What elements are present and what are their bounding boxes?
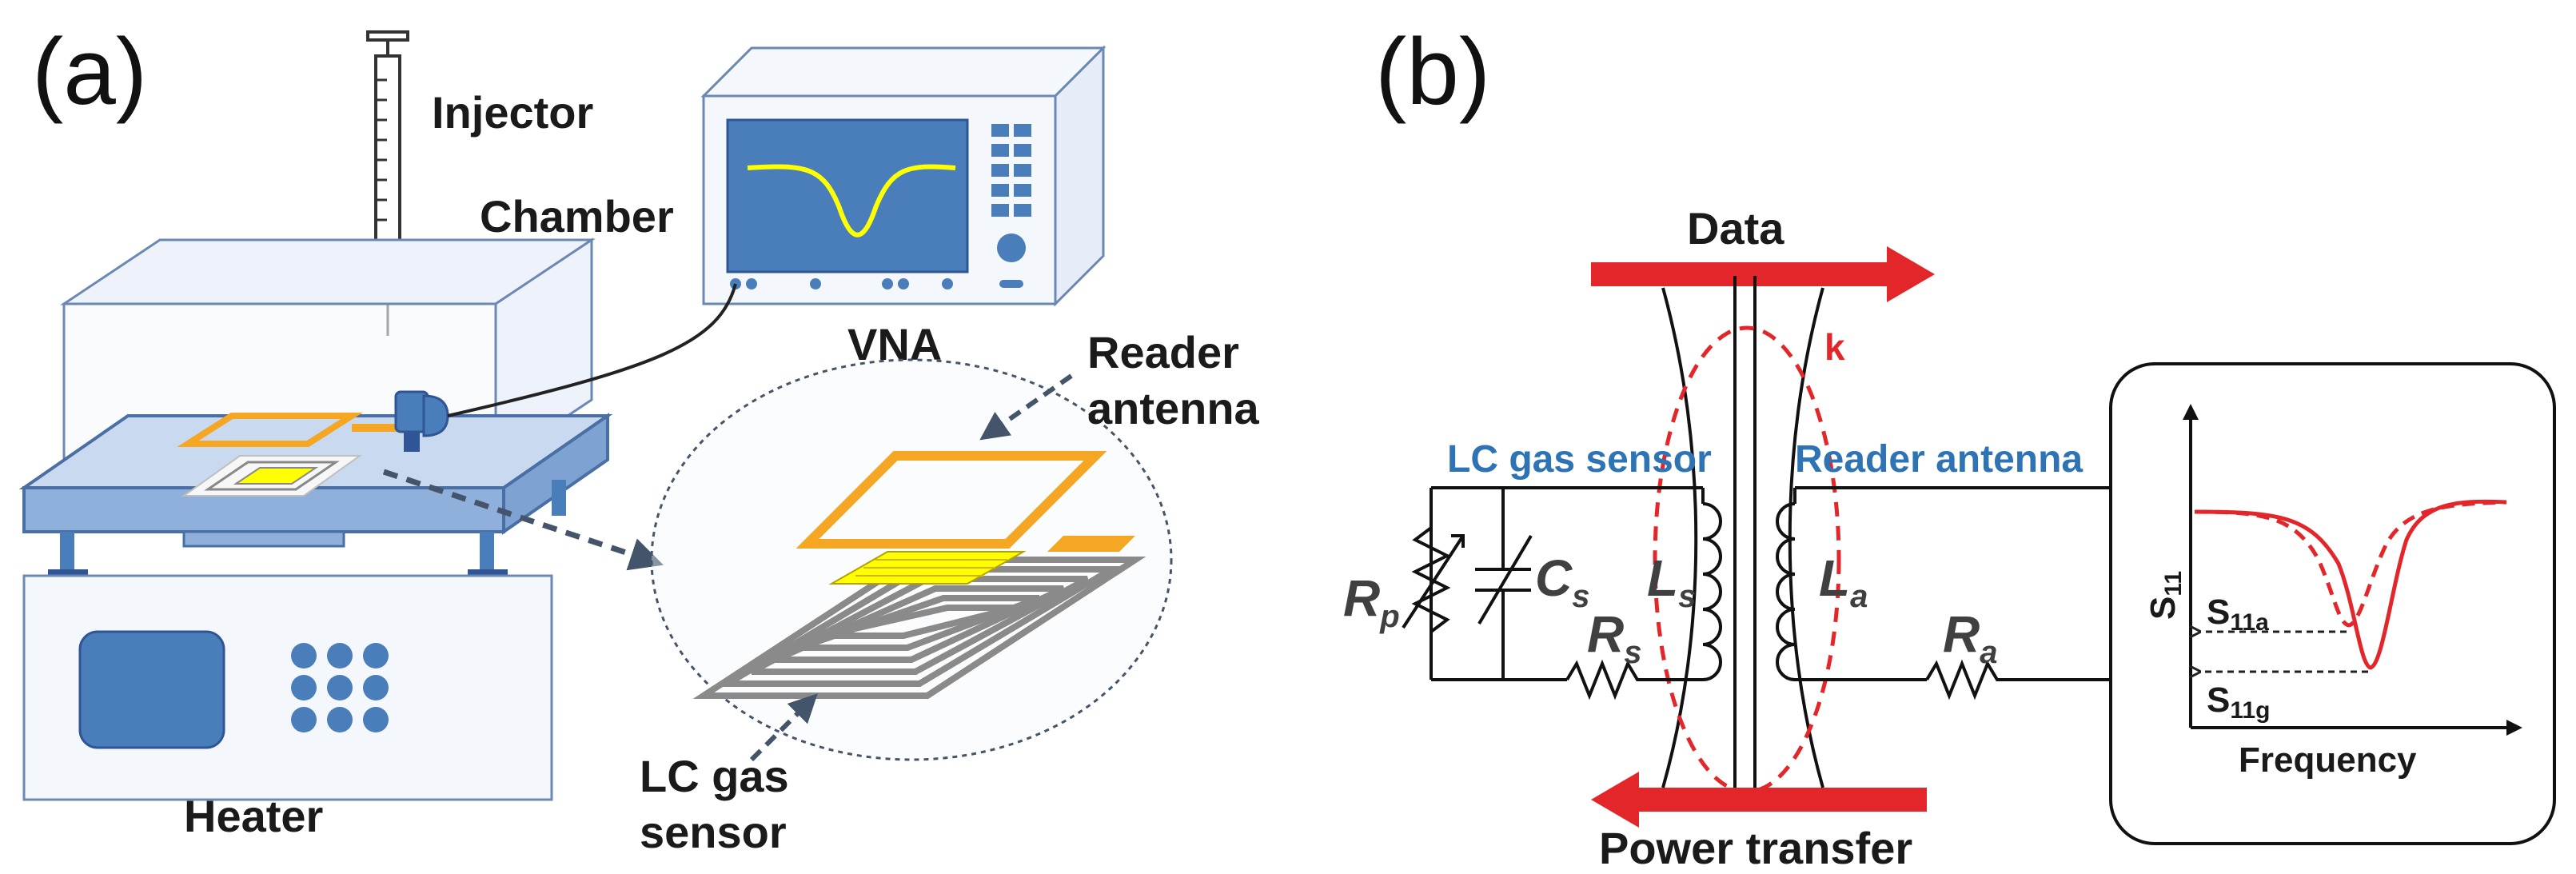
panel-b-label: (b) bbox=[1375, 19, 1490, 125]
panel-a: (a) Injector Chamber bbox=[18, 19, 1260, 857]
cs-label: Cs bbox=[1535, 549, 1589, 614]
power-transfer-label: Power transfer bbox=[1599, 823, 1912, 870]
reader-antenna-arrow bbox=[979, 373, 1073, 441]
s11-axis-label: S11 bbox=[2143, 571, 2187, 620]
data-label: Data bbox=[1687, 203, 1784, 253]
power-transfer-arrow bbox=[1591, 772, 1927, 828]
s11g-label: S11g bbox=[2207, 680, 2270, 724]
reader-antenna-circuit bbox=[1776, 486, 2111, 700]
frequency-axis-label: Frequency bbox=[2239, 740, 2417, 780]
s11-inset: S11 S11a S11g Frequency bbox=[2109, 362, 2556, 845]
panel-a-label: (a) bbox=[32, 19, 147, 125]
spiral-coil-icon bbox=[692, 557, 1146, 699]
heater-box bbox=[22, 574, 553, 801]
vna-resonance-curve bbox=[747, 164, 956, 237]
reader-antenna-label: Reader antenna bbox=[1795, 438, 2083, 481]
lc-gas-sensor-label: LC gas sensor bbox=[1447, 438, 1712, 481]
zoom-ellipse bbox=[650, 358, 1173, 761]
vna-illustration bbox=[700, 45, 1107, 307]
reader-loop-icon bbox=[796, 451, 1107, 549]
vna-label: VNA bbox=[847, 319, 942, 369]
magnetic-field-lines bbox=[1661, 276, 1824, 788]
chamber-label: Chamber bbox=[480, 191, 674, 241]
reader-antenna-label-line1: Reader bbox=[1087, 327, 1239, 377]
s11a-label: S11a bbox=[2207, 593, 2269, 636]
rs-label: Rs bbox=[1587, 605, 1641, 670]
rp-label: Rp bbox=[1343, 569, 1400, 634]
coupling-ellipse bbox=[1653, 325, 1841, 794]
lc-sensor-label-line1: LC gas bbox=[640, 751, 789, 801]
lc-sensor-arrow bbox=[749, 693, 818, 762]
lc-sensor-circuit bbox=[1402, 486, 1722, 700]
injector-label: Injector bbox=[432, 87, 593, 138]
s11-curve-gas bbox=[2194, 500, 2507, 628]
heater-plate bbox=[18, 390, 613, 577]
s11-curve-air bbox=[2194, 499, 2507, 670]
coupling-label: k bbox=[1824, 326, 1845, 368]
panel-b: (b) Data Power transfer k LC gas sensor bbox=[1343, 19, 2556, 873]
data-arrow bbox=[1591, 246, 1935, 302]
lc-sensor-label-line2: sensor bbox=[640, 807, 787, 857]
reader-antenna-label-line2: antenna bbox=[1087, 383, 1260, 433]
injector-illustration bbox=[366, 30, 409, 336]
ra-label: Ra bbox=[1943, 605, 1997, 670]
heater-buttons-icon bbox=[291, 643, 389, 732]
la-label: La bbox=[1819, 549, 1868, 614]
heater-label: Heater bbox=[184, 791, 323, 841]
vna-cable bbox=[447, 283, 737, 417]
ls-label: Ls bbox=[1647, 549, 1696, 614]
